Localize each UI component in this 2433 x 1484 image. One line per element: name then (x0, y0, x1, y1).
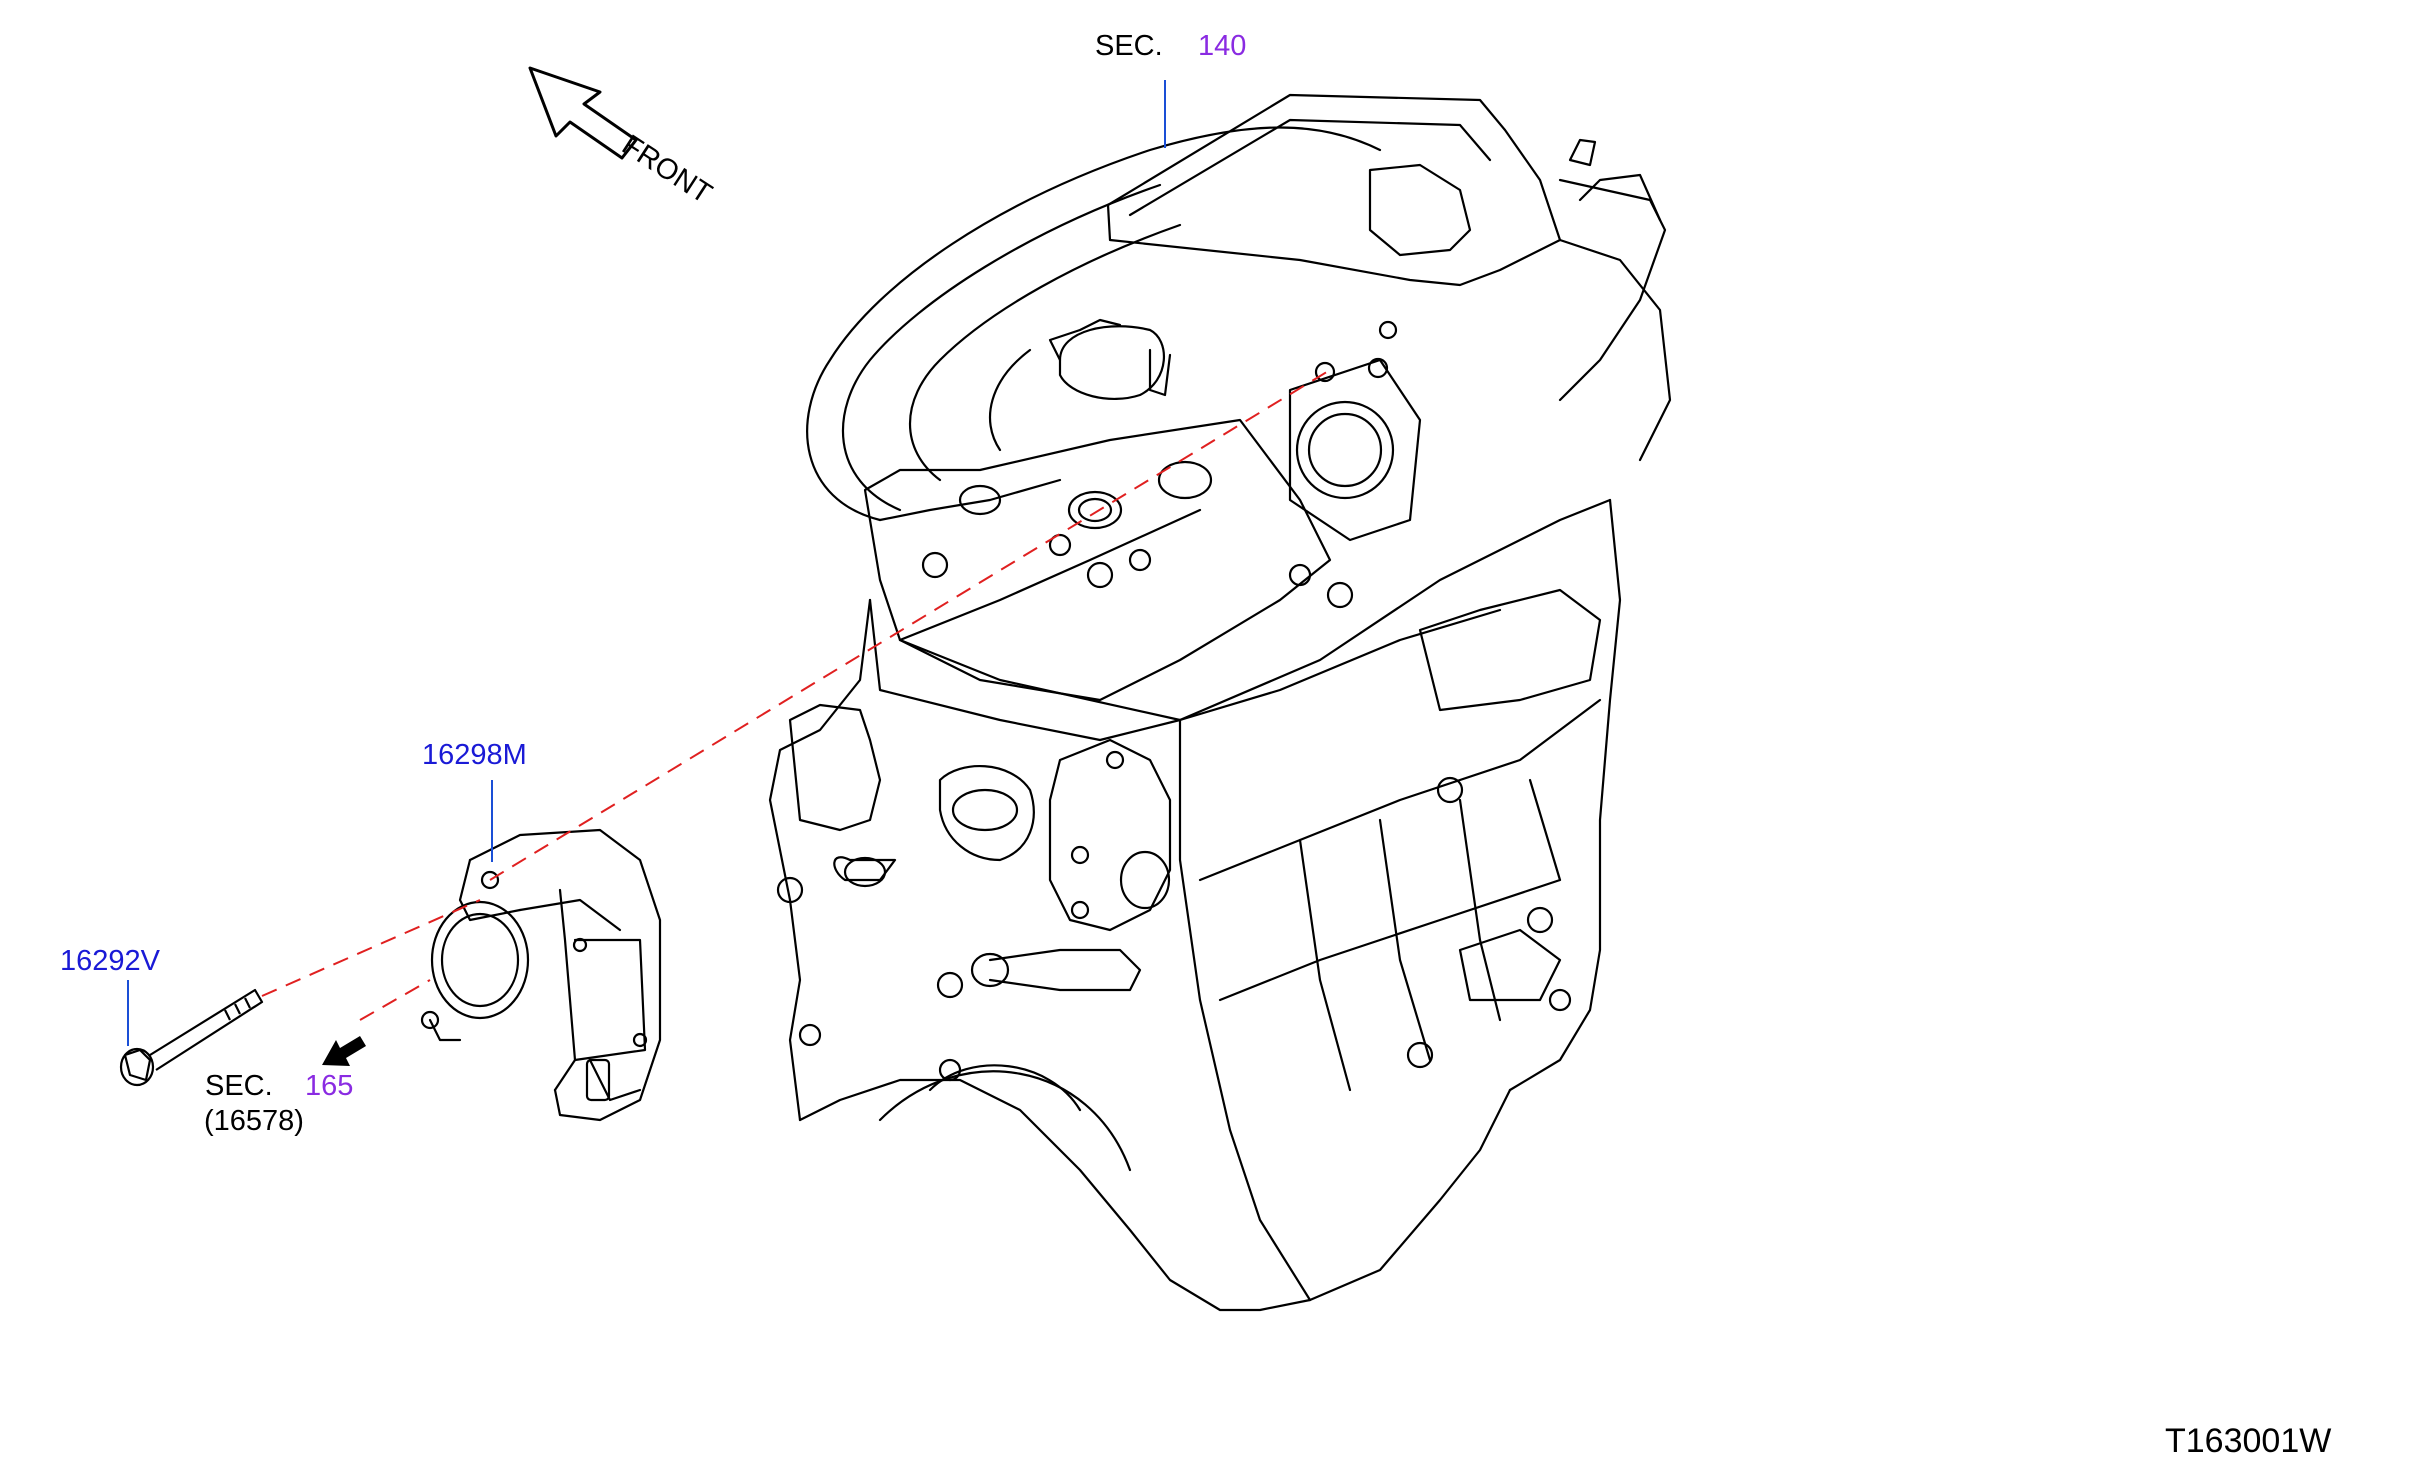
sec-165-subpart: (16578) (204, 1105, 304, 1137)
front-label: FRONT (616, 129, 717, 210)
sec-165-prefix: SEC. (205, 1070, 273, 1102)
engine-assembly-drawing (768, 93, 1672, 1312)
part-16298m-link[interactable]: 16298M (422, 739, 527, 771)
front-arrow-icon (528, 66, 638, 160)
sec-165-arrow-icon (322, 1036, 366, 1066)
assembly-dashed-lines (261, 369, 1331, 1021)
sec-165-link[interactable]: 165 (305, 1070, 353, 1102)
throttle-chamber-drawing (420, 828, 662, 1122)
part-16292v-link[interactable]: 16292V (60, 945, 161, 977)
illustration-id: T163001W (2165, 1422, 2331, 1460)
leader-lines (127, 80, 1166, 1046)
bolt-drawing (119, 988, 264, 1087)
sec-140-link[interactable]: 140 (1198, 30, 1246, 62)
sec-140-prefix: SEC. (1095, 30, 1163, 62)
